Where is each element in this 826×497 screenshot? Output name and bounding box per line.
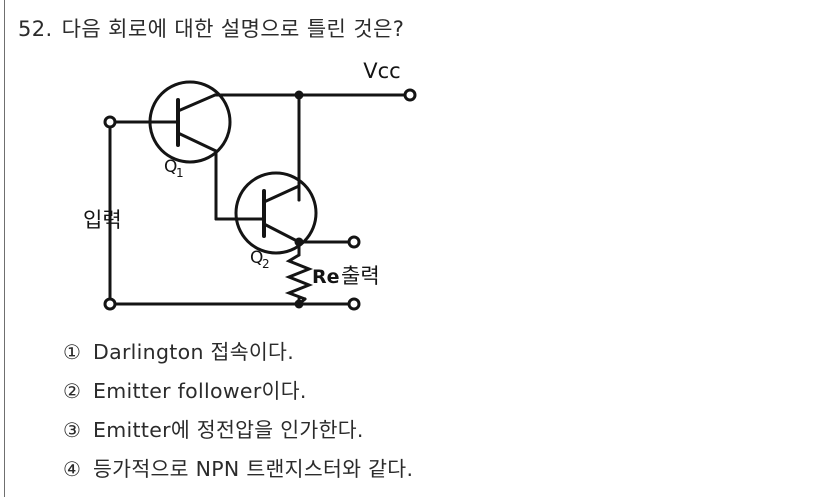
terminal-output-top <box>347 235 361 249</box>
option-marker-4: ④ <box>63 457 82 481</box>
junction-dot-emitter <box>294 237 304 247</box>
junction-dot-vcc <box>294 90 304 100</box>
label-q1-subscript: 1 <box>176 166 184 180</box>
label-re: Re <box>312 266 340 288</box>
circuit-diagram: Vcc Q 1 Q 2 Re 입력 출력 <box>60 55 460 330</box>
label-output: 출력 <box>341 264 380 288</box>
option-marker-1: ① <box>63 340 82 364</box>
q1-emitter-lead <box>176 131 218 153</box>
option-text-4: 등가적으로 NPN 트랜지스터와 같다. <box>93 457 414 481</box>
terminal-input-bottom <box>103 297 117 311</box>
answer-option-2[interactable]: ② Emitter follower이다. <box>63 374 803 413</box>
option-marker-3: ③ <box>63 418 82 442</box>
label-q2-subscript: 2 <box>262 257 270 271</box>
re-resistor-zigzag <box>284 253 314 301</box>
terminal-vcc <box>403 88 417 102</box>
question-number: 52. <box>18 17 53 41</box>
label-input: 입력 <box>83 208 122 232</box>
terminal-output-bottom <box>347 297 361 311</box>
answer-option-3[interactable]: ③ Emitter에 정전압을 인가한다. <box>63 413 803 452</box>
q2-emitter-lead <box>262 222 301 244</box>
q2-envelope <box>234 171 318 255</box>
terminal-input-top <box>103 115 117 129</box>
question-text: 다음 회로에 대한 설명으로 틀린 것은? <box>61 17 405 41</box>
q1-collector-lead <box>176 93 217 113</box>
question-line: 52. 다음 회로에 대한 설명으로 틀린 것은? <box>18 13 404 43</box>
answer-option-4[interactable]: ④ 등가적으로 NPN 트랜지스터와 같다. <box>63 452 803 491</box>
option-marker-2: ② <box>63 379 82 403</box>
option-text-2: Emitter follower이다. <box>93 379 307 403</box>
page-left-rule <box>4 0 5 497</box>
junction-dot-ground <box>294 299 304 309</box>
label-vcc: Vcc <box>363 59 400 83</box>
q2-collector-lead <box>262 184 301 204</box>
answer-options-list: ① Darlington 접속이다. ② Emitter follower이다.… <box>63 335 803 491</box>
label-q2: Q <box>250 248 263 268</box>
label-q1: Q <box>164 157 177 177</box>
circuit-schematic-svg: Vcc Q 1 Q 2 Re 입력 출력 <box>83 59 417 311</box>
option-text-1: Darlington 접속이다. <box>93 340 295 364</box>
answer-option-1[interactable]: ① Darlington 접속이다. <box>63 335 803 374</box>
option-text-3: Emitter에 정전압을 인가한다. <box>93 418 364 442</box>
